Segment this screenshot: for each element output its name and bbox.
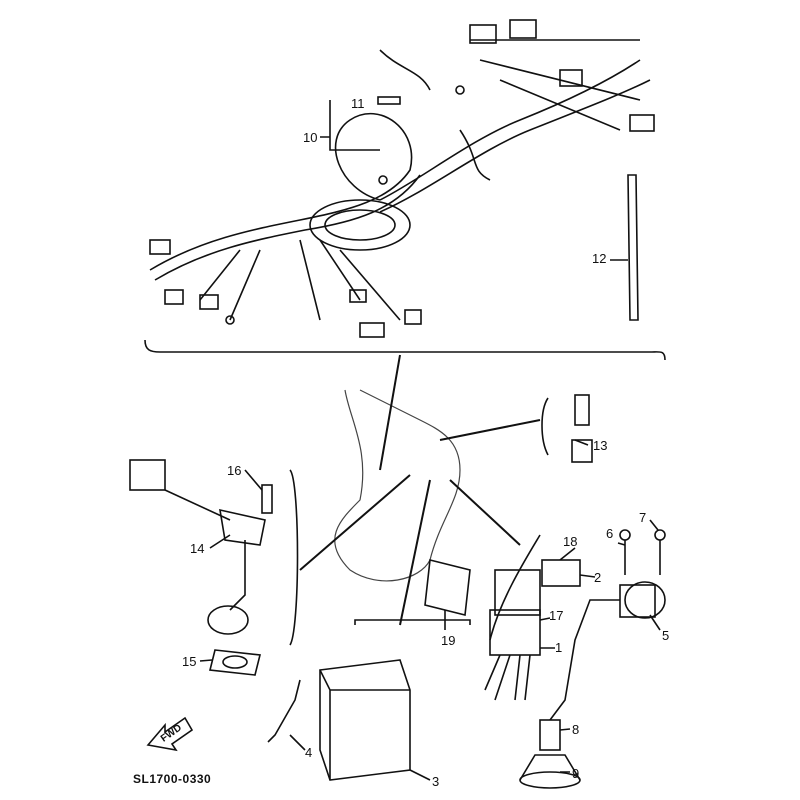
drawing-code: SL1700-0330 [133,772,212,786]
callout-6: 6 [606,526,614,541]
callout-15: 15 [182,654,197,669]
callout-18: 18 [563,534,578,549]
callout-10: 10 [303,130,318,145]
callout-3: 3 [432,774,440,789]
callout-12: 12 [592,251,607,266]
callout-5: 5 [662,628,670,643]
callout-1: 1 [555,640,563,655]
callout-2: 2 [594,570,602,585]
callout-7: 7 [639,510,647,525]
forward-arrow-icon [146,716,194,752]
callout-14: 14 [190,541,205,556]
callout-11: 11 [351,96,365,111]
callout-17: 17 [549,608,564,623]
callout-8: 8 [572,722,580,737]
callout-19: 19 [441,633,456,648]
fuse [377,96,401,105]
callout-13: 13 [593,438,608,453]
wire-harness [149,19,655,338]
callout-4: 4 [305,745,313,760]
callout-16: 16 [227,463,242,478]
callout-9: 9 [572,766,580,781]
cable-tie [627,174,639,321]
